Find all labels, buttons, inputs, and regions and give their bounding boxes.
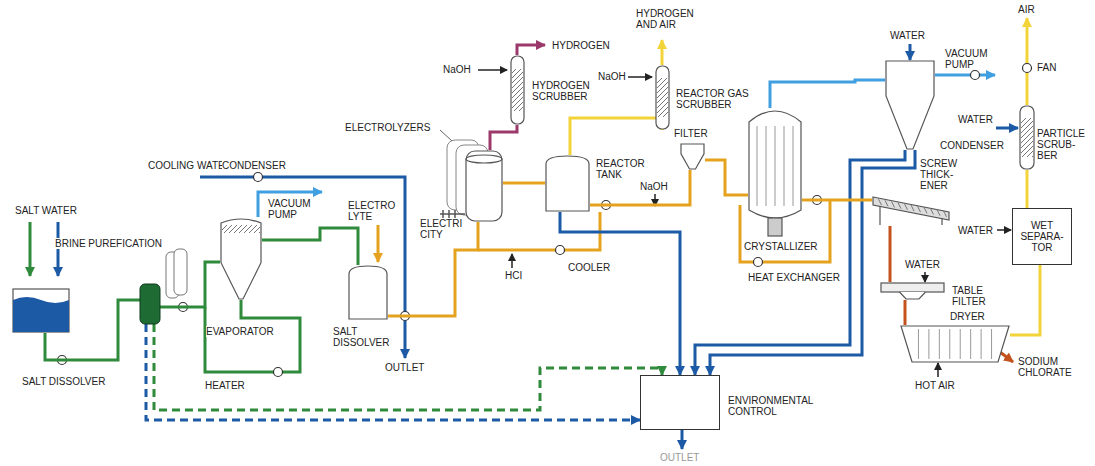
- stream-label: COOLER: [568, 262, 610, 273]
- stream-label: CONDENSER: [222, 160, 286, 171]
- stream-label: NaOH: [598, 71, 626, 82]
- stream-label: HEAT EXCHANGER: [748, 272, 840, 283]
- electrolyzer-cell: ELECTROLYZERS: [465, 150, 503, 222]
- equipment-label: ENVIRONMENTAL CONTROL: [728, 395, 828, 417]
- stream-label: FAN: [1037, 62, 1056, 73]
- stream-label: HYDROGEN: [552, 40, 610, 51]
- process-pipe: [1026, 170, 1029, 208]
- stream-label: AIR: [1018, 4, 1035, 15]
- equipment-shape: [872, 196, 950, 226]
- text-holder: WET SEPARA- TOR: [1012, 208, 1072, 265]
- process-pipe: [904, 300, 907, 325]
- stream-label: NaOH: [640, 181, 668, 192]
- dissolver-pit: SALT DISSOLVER: [12, 288, 70, 333]
- stream-label: WATER: [958, 225, 993, 236]
- scrubber-column: PARTICLE SCRUB- BER: [1019, 105, 1035, 170]
- process-pipe: [710, 150, 915, 375]
- equipment-shape: [220, 217, 262, 300]
- dissolver-tank: SALT DISSOLVER: [348, 265, 388, 320]
- equipment-label: FILTER: [674, 128, 708, 139]
- stream-label: WATER: [890, 30, 925, 41]
- equipment-label: CONDENSER: [940, 140, 1004, 151]
- equipment-label: REACTOR GAS SCRUBBER: [676, 88, 756, 110]
- equipment-label: SCREW THICK- ENER: [920, 158, 968, 191]
- stream-label: WATER: [905, 259, 940, 270]
- process-box: ENVIRONMENTAL CONTROL: [640, 375, 720, 430]
- equipment-shape: [885, 60, 935, 150]
- process-box: WET SEPARA- TOR: [1012, 208, 1072, 265]
- stream-label: OUTLET: [385, 362, 424, 373]
- table-filter: TABLE FILTER: [880, 282, 945, 300]
- stream-label: ELECTRI CITY: [420, 218, 466, 240]
- equipment-shape: [510, 55, 525, 125]
- scrubber-column: HYDROGEN SCRUBBER: [510, 55, 525, 125]
- stream-label: ELECTRO LYTE: [348, 200, 398, 222]
- process-pipe: [146, 324, 640, 420]
- equipment-shape: [140, 284, 160, 324]
- process-pipe: [490, 125, 517, 150]
- process-pipe: [560, 212, 680, 375]
- equipment-label: REACTOR TANK: [596, 158, 651, 180]
- stream-label: SODIUM CHLORATE: [1018, 356, 1080, 378]
- stream-label: VACUUM PUMP: [945, 48, 995, 70]
- equipment-shape: [12, 288, 70, 333]
- reactor-tank: REACTOR TANK: [545, 155, 590, 212]
- equipment-shape: [900, 325, 1010, 363]
- process-pipe: [705, 160, 748, 195]
- process-pipe: [262, 228, 358, 265]
- equipment-label: SALT DISSOLVER: [333, 326, 403, 348]
- process-pipe: [802, 199, 872, 202]
- equipment-label: CRYSTALLIZER: [744, 241, 818, 252]
- evaporator-vessel: EVAPORATOR: [220, 217, 262, 300]
- scrubber-column: REACTOR GAS SCRUBBER: [655, 65, 670, 130]
- dryer-drum: DRYER: [900, 325, 1010, 363]
- screw-thickener: SCREW THICK- ENER: [872, 196, 950, 226]
- equipment-shape: [655, 65, 670, 130]
- equipment-shape: [1019, 105, 1035, 170]
- equipment-label: WET SEPARA- TOR: [1016, 220, 1068, 253]
- equipment-shape: [348, 265, 388, 320]
- stream-label: HOT AIR: [915, 380, 955, 391]
- filter-funnel: FILTER: [680, 143, 705, 170]
- equipment-label: ELECTROLYZERS: [345, 122, 430, 133]
- process-pipe: [154, 324, 662, 410]
- stream-label: HEATER: [205, 380, 245, 391]
- crystallizer-vessel: CRYSTALLIZER: [748, 108, 802, 238]
- equipment-shape: [748, 108, 802, 238]
- stream-label: SALT WATER: [15, 205, 77, 216]
- stream-label: HCI: [505, 270, 522, 281]
- stream-label: COOLING WATER: [148, 160, 232, 171]
- equipment-label: EVAPORATOR: [206, 326, 274, 337]
- equipment-shape: [880, 282, 945, 300]
- process-pipe: [570, 118, 662, 155]
- stream-label: NaOH: [443, 64, 471, 75]
- process-pipe: [889, 226, 892, 282]
- equipment-label: BRINE PUREFICATION: [55, 238, 162, 249]
- condenser-cone: CONDENSER: [885, 60, 935, 150]
- stream-label: OUTLET: [660, 452, 699, 463]
- equipment-shape: [465, 150, 503, 222]
- equipment-label: TABLE FILTER: [952, 285, 997, 307]
- purification-column: BRINE PUREFICATION: [140, 284, 160, 324]
- equipment-shape: [640, 375, 720, 430]
- stream-label: VACUUM PUMP: [268, 198, 318, 220]
- equipment-label: DRYER: [950, 311, 985, 322]
- process-pipe: [160, 262, 220, 307]
- process-pipe: [770, 80, 885, 108]
- equipment-shape: [680, 143, 705, 170]
- equipment-label: HYDROGEN SCRUBBER: [532, 80, 594, 102]
- stream-label: HYDROGEN AND AIR: [636, 8, 698, 30]
- process-pipe: [503, 182, 545, 185]
- equipment-label: PARTICLE SCRUB- BER: [1037, 128, 1092, 161]
- process-pipe: [1010, 265, 1040, 335]
- stream-label: WATER: [958, 114, 993, 125]
- equipment-label: SALT DISSOLVER: [22, 376, 105, 387]
- equipment-shape: [545, 155, 590, 212]
